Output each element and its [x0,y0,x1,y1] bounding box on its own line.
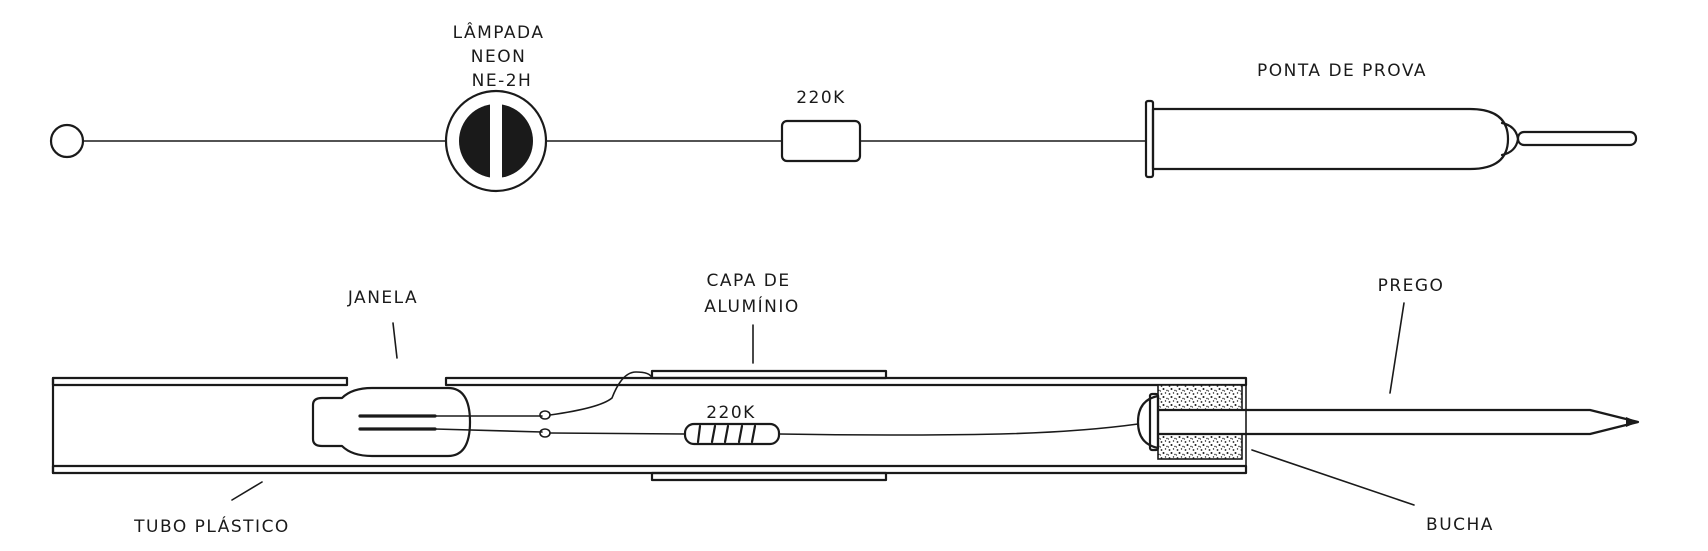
foil-label: CAPA DE ALUMÍNIO [704,271,800,317]
lamp-label-line2: NEON [471,47,527,67]
foil-label-line2: ALUMÍNIO [704,295,800,317]
aluminium-cover [650,369,888,482]
schematic-resistor-label: 220K [796,88,846,108]
window-label: JANELA [347,288,418,308]
lead-joint-lower [539,428,551,438]
nail-leader [1389,302,1405,394]
tube-leader [231,481,263,501]
probe-label: PONTA DE PROVA [1257,61,1427,81]
lamp-label-line1: LÂMPADA [453,21,545,43]
input-terminal [49,123,85,159]
tube-label: TUBO PLÁSTICO [133,515,290,537]
lamp-label: LÂMPADA NEON NE-2H [453,21,552,91]
plastic-tube [51,376,1248,475]
assembly-resistor-label: 220K [706,403,756,423]
lead-joint-upper [539,410,551,420]
lamp-label-line3: NE-2H [472,71,533,91]
neon-bulb [311,386,543,458]
nail-label: PREGO [1378,276,1445,296]
window-leader [392,322,398,359]
schematic: LÂMPADA NEON NE-2H 220K PONTA DE PROVA [49,21,1638,193]
nail [1136,392,1640,452]
bushing-leader [1251,449,1415,506]
bushing [1157,384,1243,460]
resistor-lead-left [549,432,686,435]
test-probe [1144,99,1638,179]
neon-lamp-symbol [444,89,548,193]
cover-wire [549,371,653,416]
resistor-body [683,422,781,446]
resistor-lead-right [778,423,1139,436]
resistor-symbol [780,119,862,163]
foil-label-line1: CAPA DE [707,271,791,291]
assembly: JANELA CAPA DE ALUMÍNIO 220K PREGO TUBO … [51,271,1640,537]
bushing-label: BUCHA [1426,515,1494,535]
